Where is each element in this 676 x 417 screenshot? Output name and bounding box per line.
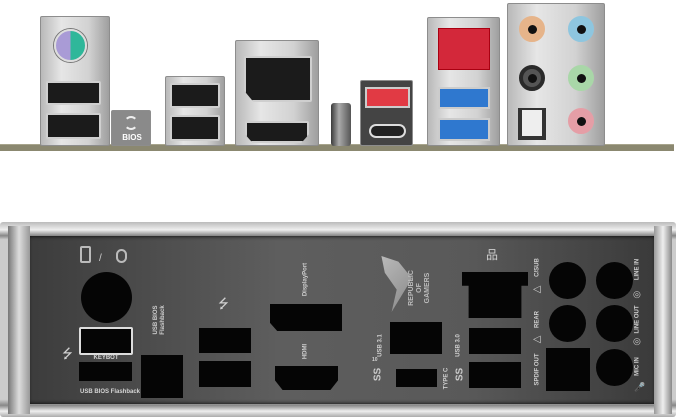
mic-in-label: MIC IN [634,357,641,376]
csub-label: C/SUB [534,258,541,277]
bios-button-label: BIOS [122,133,142,142]
type-c-label: TYPE C [443,367,450,390]
usb-type-c-port[interactable] [369,124,406,138]
lan-port[interactable] [438,28,490,70]
usb31-label: USB 3.1 [377,334,384,357]
ps2-cutout [81,272,132,323]
usb-bios-flashback-vertical-label: USB BIOS Flashback [153,305,166,335]
hdmi-label: HDMI [302,343,309,360]
usb30-cutout [469,328,521,354]
lan-usb-stack [427,17,500,146]
line-out-label: LINE OUT [634,305,641,334]
usb-icon: ⭍ [218,296,229,311]
io-shield-left-flange [8,226,30,414]
audio-cutout [596,262,633,299]
superspeed-logo: SS [454,367,466,382]
audio-cutout [596,305,633,342]
usb-bios-flashback-label: USB BIOS Flashback [79,389,141,395]
rear-label: REAR [534,311,541,329]
io-shield-right-flange [654,226,672,414]
usb-stack [165,76,225,146]
usb-bios-flashback-cutout [79,362,132,381]
audio-jack-green[interactable] [568,65,594,91]
wifi-antenna-connector [331,103,351,146]
usb30-label: USB 3.0 [455,334,462,357]
line-in-label: LINE IN [634,258,641,281]
keyboard-icon [80,246,91,263]
hdmi-cutout [275,366,338,390]
keybot-usb-cutout [79,327,133,355]
network-icon: 品 [486,248,499,262]
usb-port[interactable] [46,113,101,139]
line-in-icon: ◎ [633,289,641,299]
usb-cutout [199,328,251,353]
audio-cutout [596,349,633,386]
audio-cutout [549,305,586,342]
usb30-port[interactable] [438,118,490,141]
usb31-port[interactable] [365,87,410,108]
bios-button-cutout [141,355,183,398]
audio-stack [507,3,605,146]
ps2-usb-stack [40,16,110,146]
displayport-label: DisplayPort [302,262,309,297]
lan-cutout [462,272,528,318]
usb-port[interactable] [170,83,220,108]
hdmi-port[interactable] [245,121,309,143]
slash-divider: / [99,253,102,264]
republic-of-gamers-text: REPUBLIC OF GAMERS [408,270,431,306]
microphone-icon: 🎤 [634,382,646,392]
displayport-port[interactable] [244,56,312,102]
audio-jack-orange[interactable] [519,16,545,42]
usb-port[interactable] [46,81,101,105]
spdif-out-label: SPDIF OUT [534,353,541,386]
audio-jack-black[interactable] [519,65,545,91]
displayport-cutout [270,304,342,331]
type-c-cutout [396,369,437,387]
usb30-port[interactable] [438,87,490,109]
ps2-port[interactable] [54,29,87,62]
bios-flashback-button[interactable]: BIOS [111,110,151,146]
audio-cutout [549,262,586,299]
usb-port[interactable] [170,115,220,141]
ss10-badge: 10 [372,357,378,363]
speaker-icon: ◁ [533,334,541,345]
audio-jack-blue[interactable] [568,16,594,42]
speaker-icon: ◁ [533,284,541,295]
displayport-hdmi-stack [235,40,319,146]
superspeed-logo: SS [372,367,384,382]
usb-cutout [199,361,251,387]
refresh-icon [124,116,138,130]
keybot-label: KEYBOT [93,355,119,361]
line-out-icon: ◎ [633,336,641,346]
spdif-cutout [546,348,590,391]
usb30-cutout [469,362,521,388]
spdif-port[interactable] [518,108,546,140]
mouse-icon [116,249,127,263]
audio-jack-pink[interactable] [568,108,594,134]
usb31-cutout [390,322,442,354]
usb31-typec-stack [360,80,413,146]
usb-icon: ⭍ [62,346,73,361]
